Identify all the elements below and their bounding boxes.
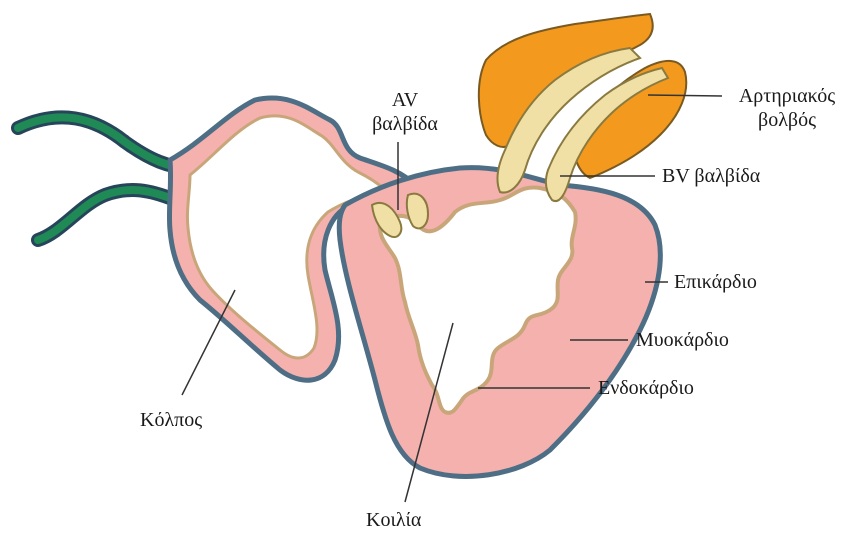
endocardium-label: Ενδοκάρδιο bbox=[598, 376, 694, 400]
ventricle-label: Κοιλία bbox=[366, 508, 421, 532]
av-valve-label-line1: AV bbox=[365, 88, 445, 112]
av-valve-label-line2: βαλβίδα bbox=[365, 112, 445, 136]
myocardium-label: Μυοκάρδιο bbox=[636, 328, 729, 352]
atrium-label: Κόλπος bbox=[140, 408, 202, 432]
arterial-bulb-label: Αρτηριακός βολβός bbox=[722, 84, 852, 132]
epicardium-label: Επικάρδιο bbox=[674, 270, 757, 294]
arterial-bulb-label-line1: Αρτηριακός bbox=[722, 84, 852, 108]
sinus-venosus-veins bbox=[18, 117, 190, 240]
bv-valve-label: BV βαλβίδα bbox=[662, 164, 760, 188]
arterial-bulb-label-line2: βολβός bbox=[722, 108, 852, 132]
leader-arterial-bulb bbox=[648, 95, 722, 96]
av-valve-label: AV βαλβίδα bbox=[365, 88, 445, 136]
